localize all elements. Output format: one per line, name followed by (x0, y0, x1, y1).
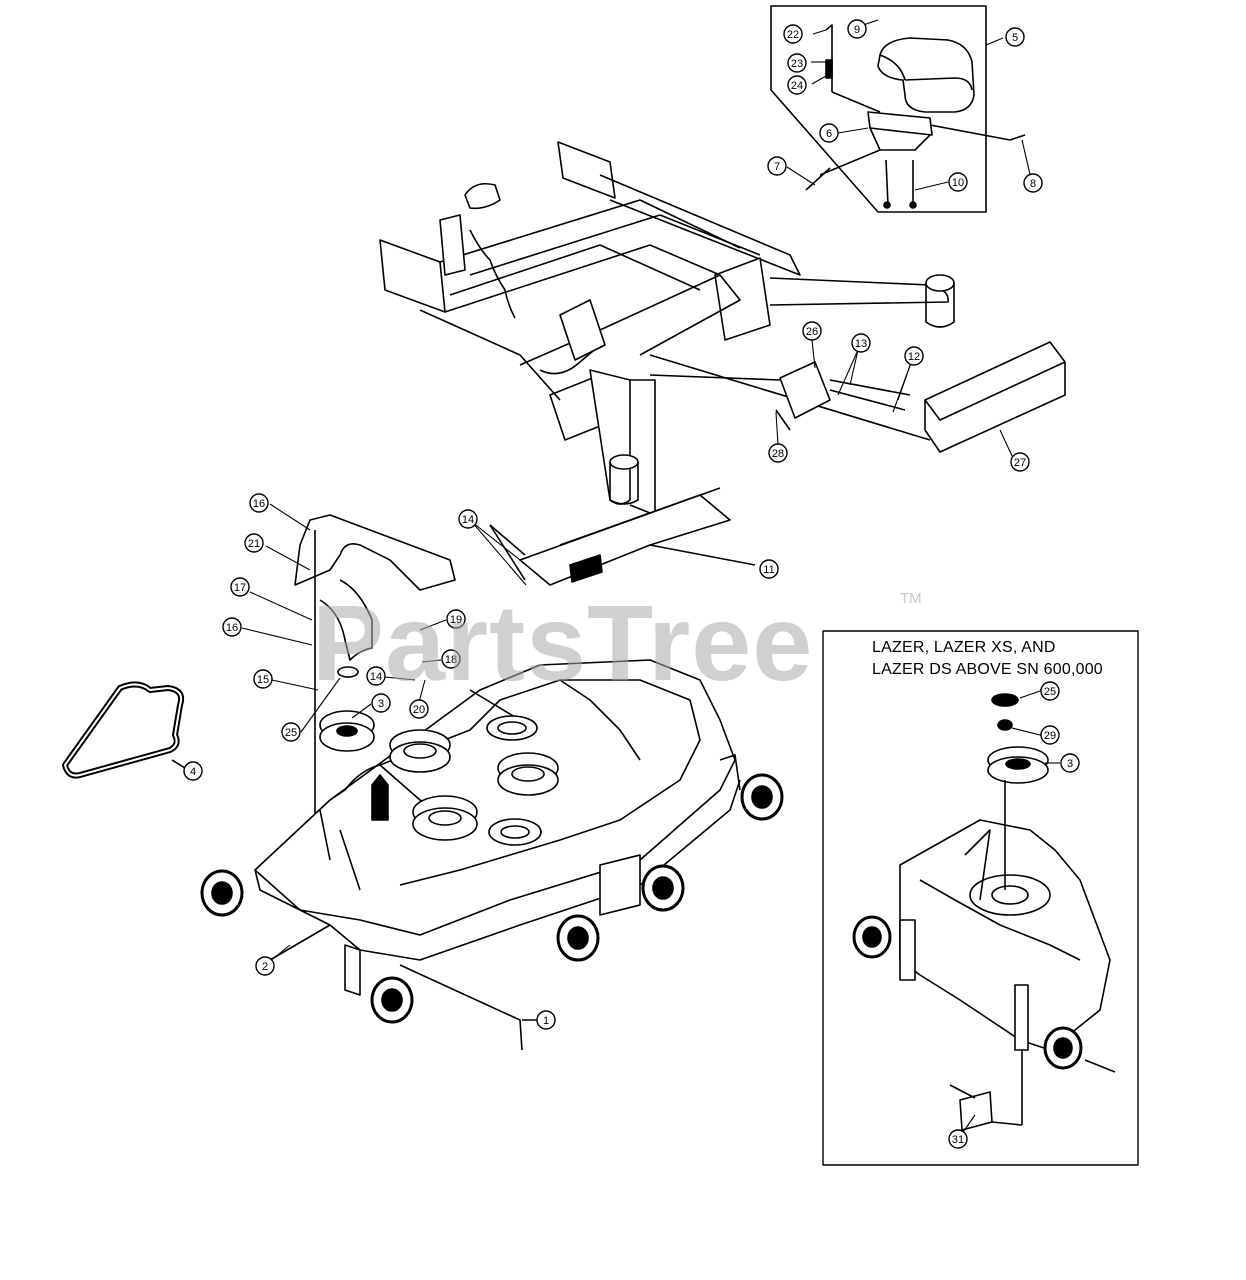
callout-18: 18 (445, 654, 457, 666)
watermark-trademark: TM (900, 590, 922, 607)
callout-16-lower: 16 (226, 622, 238, 634)
callout-3-inset: 3 (1067, 758, 1073, 770)
callout-27: 27 (1014, 457, 1026, 469)
callout-26: 26 (806, 326, 818, 338)
callout-23: 23 (791, 58, 803, 70)
callout-24: 24 (791, 80, 803, 92)
callout-22: 22 (787, 29, 799, 41)
belt-cover (294, 514, 456, 890)
callout-2: 2 (262, 961, 268, 973)
callout-11: 11 (763, 564, 774, 576)
callout-9: 9 (854, 24, 860, 36)
callout-12: 12 (908, 351, 920, 363)
belt (62, 681, 186, 779)
inset-caption-line-2: LAZER DS ABOVE SN 600,000 (872, 661, 1103, 678)
callout-25-deck: 25 (285, 727, 297, 739)
callout-6: 6 (826, 128, 832, 140)
main-frame (379, 141, 955, 516)
mower-deck (200, 659, 784, 1051)
detail-inset (822, 630, 1139, 1166)
callout-13: 13 (855, 338, 867, 350)
deck-wheels (200, 773, 784, 1024)
deck-pulleys (319, 666, 559, 846)
callout-1: 1 (543, 1015, 549, 1027)
bumper-assembly (775, 341, 1066, 453)
callout-19: 19 (450, 614, 462, 626)
callout-4: 4 (190, 766, 196, 778)
callout-17: 17 (234, 582, 246, 594)
leader-lines (241, 19, 1060, 1139)
callout-14-bracket: 14 (462, 514, 474, 526)
callout-10: 10 (952, 177, 964, 189)
callouts: 22 9 5 23 24 6 7 10 8 26 13 12 28 27 16 … (183, 19, 1080, 1149)
callout-28: 28 (772, 448, 784, 460)
inset-caption-line-1: LAZER, LAZER XS, AND (872, 639, 1056, 656)
callout-21: 21 (248, 538, 260, 550)
callout-15: 15 (257, 674, 269, 686)
seat-inset (770, 5, 1026, 213)
pivot-bracket (489, 487, 756, 586)
callout-7: 7 (774, 161, 780, 173)
callout-3-deck: 3 (378, 698, 384, 710)
callout-5: 5 (1012, 32, 1018, 44)
callout-31: 31 (952, 1134, 964, 1146)
callout-16-top: 16 (253, 498, 265, 510)
callout-20: 20 (413, 704, 425, 716)
callout-8: 8 (1030, 178, 1036, 190)
callout-29: 29 (1044, 730, 1056, 742)
callout-14-deck: 14 (370, 671, 382, 683)
callout-25-inset: 25 (1044, 686, 1056, 698)
